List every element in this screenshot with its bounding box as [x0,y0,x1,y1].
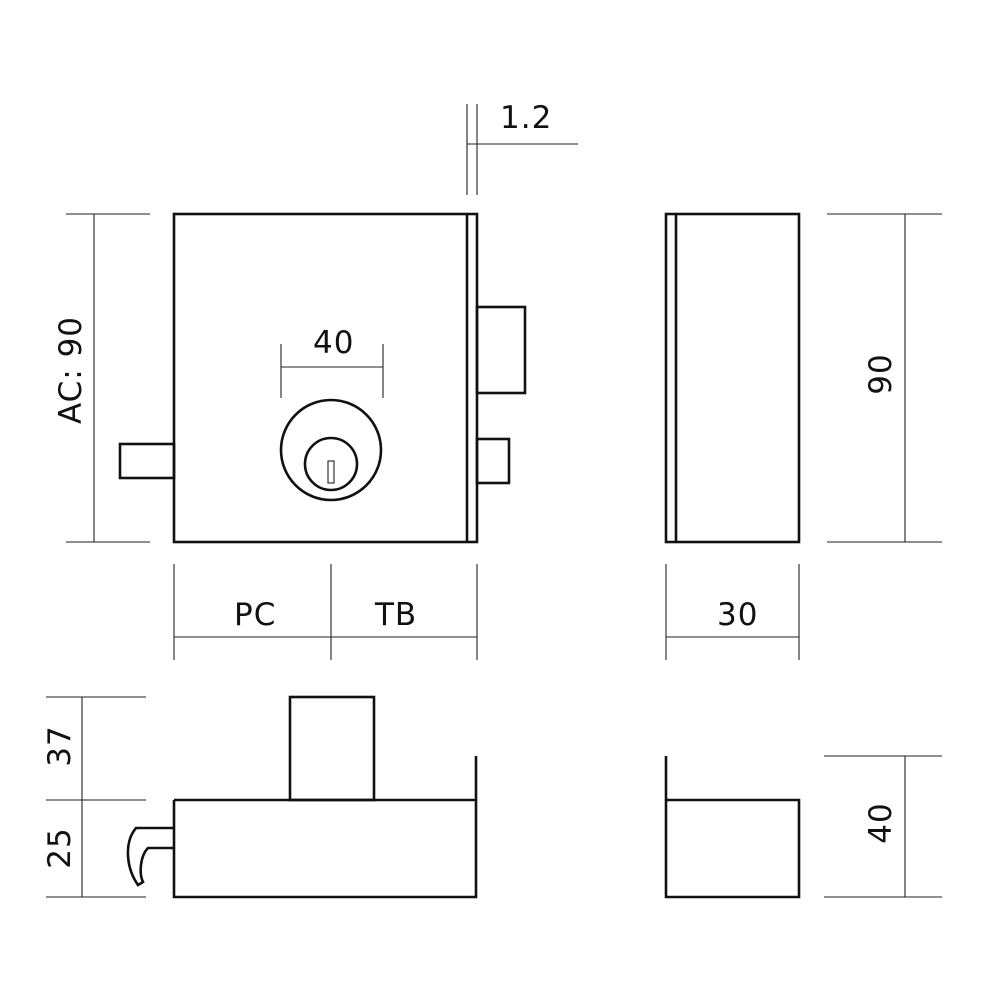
cylinder-inner [303,436,359,492]
bottom-side-view [664,756,801,899]
tb-label: TB [374,597,417,633]
height-side-dimension: 90 [827,213,942,543]
clearance-label: 1.2 [500,100,552,136]
height-ac-dimension: AC: 90 [53,213,150,543]
front-view [118,212,527,544]
side-view [664,212,801,544]
knob-handle-top [126,826,174,887]
pc-tb-dimension: PC TB [173,564,478,660]
side-body-top [664,756,801,899]
bolt-top [288,695,376,802]
lock-body-top [172,756,478,899]
height-ac-label: AC: 90 [53,316,89,424]
depth-label: 30 [717,597,758,633]
bolt-body-dimension: 37 25 [42,696,146,898]
cylinder-outer [279,398,383,502]
height-side-label: 90 [863,353,899,394]
knob-stub-front [118,442,176,480]
latch-front [475,437,511,485]
bolt-throw-label: 37 [42,725,78,766]
pc-label: PC [234,597,276,633]
lock-body-front [172,212,479,544]
keyhole-icon [327,460,335,484]
side-height-dimension: 40 [824,755,942,898]
top-view [126,695,478,899]
cylinder-width-dimension: 40 [280,325,384,398]
clearance-dimension: 1.2 [466,100,578,195]
cylinder-width-label: 40 [313,325,354,361]
body-thickness-label: 25 [42,827,78,868]
lock-body-side [664,212,801,544]
side-height-label: 40 [863,802,899,843]
deadbolt-front [475,305,527,395]
depth-dimension: 30 [665,564,800,660]
